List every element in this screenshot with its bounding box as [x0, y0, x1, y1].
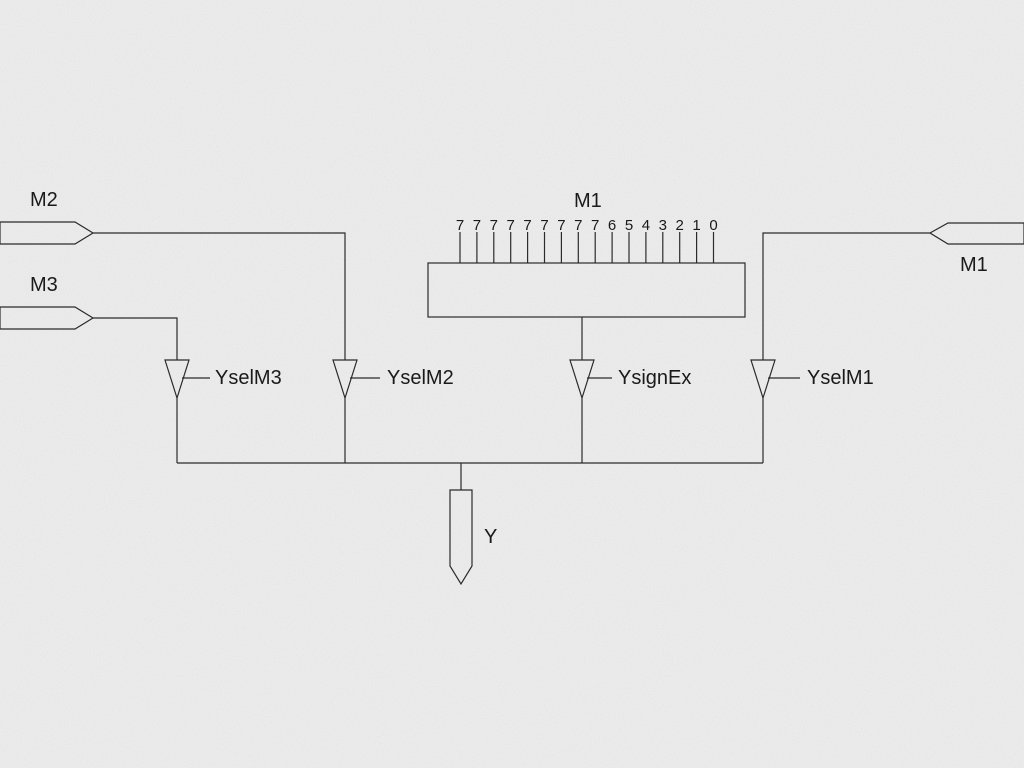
bit-label-7: 7 [574, 217, 582, 234]
port-m1-shape [928, 222, 1024, 245]
wire-m1 [762, 232, 930, 360]
bit-label-13: 2 [676, 217, 684, 234]
wire-m3 [93, 317, 178, 360]
port-m2-label: M2 [30, 189, 58, 211]
wire-m2 [93, 232, 346, 360]
buffer-ysignex-triangle [569, 359, 595, 400]
buffer-yselm1-label: YselM1 [807, 367, 874, 389]
buffer-ysignex[interactable]: YsignEx [569, 359, 691, 400]
bit-label-0: 7 [456, 217, 464, 234]
buffer-yselm2-label: YselM2 [387, 367, 454, 389]
input-port-m3[interactable]: M3 [0, 274, 95, 330]
bit-label-5: 7 [540, 217, 548, 234]
sign-extender-box [427, 262, 746, 318]
buffer-yselm1-triangle [750, 359, 776, 400]
buffer-yselm2[interactable]: YselM2 [332, 359, 454, 400]
bit-label-9: 6 [608, 217, 616, 234]
buffer-ysignex-label: YsignEx [618, 367, 691, 389]
bit-label-6: 7 [557, 217, 565, 234]
port-y-label: Y [484, 526, 497, 548]
output-port-y[interactable]: Y [449, 489, 497, 586]
bit-label-15: 0 [709, 217, 717, 234]
bit-label-10: 5 [625, 217, 633, 234]
buffer-yselm3[interactable]: YselM3 [164, 359, 282, 400]
buffer-yselm3-triangle [164, 359, 190, 400]
port-y-shape [449, 489, 473, 586]
buffer-yselm2-triangle [332, 359, 358, 400]
port-m2-shape [0, 221, 95, 245]
bit-label-3: 7 [507, 217, 515, 234]
buffer-yselm1[interactable]: YselM1 [750, 359, 874, 400]
bit-label-14: 1 [692, 217, 700, 234]
buffer-yselm3-label: YselM3 [215, 367, 282, 389]
bit-label-12: 3 [659, 217, 667, 234]
input-port-m1[interactable]: M1 [928, 222, 1024, 276]
bit-label-1: 7 [473, 217, 481, 234]
bit-label-2: 7 [490, 217, 498, 234]
port-m1-label: M1 [960, 254, 988, 276]
bit-label-8: 7 [591, 217, 599, 234]
input-port-m2[interactable]: M2 [0, 189, 95, 245]
port-m3-shape [0, 306, 95, 330]
port-m3-label: M3 [30, 274, 58, 296]
sign-extender-title: M1 [574, 190, 602, 212]
bit-label-4: 7 [523, 217, 531, 234]
bit-label-11: 4 [642, 217, 650, 234]
